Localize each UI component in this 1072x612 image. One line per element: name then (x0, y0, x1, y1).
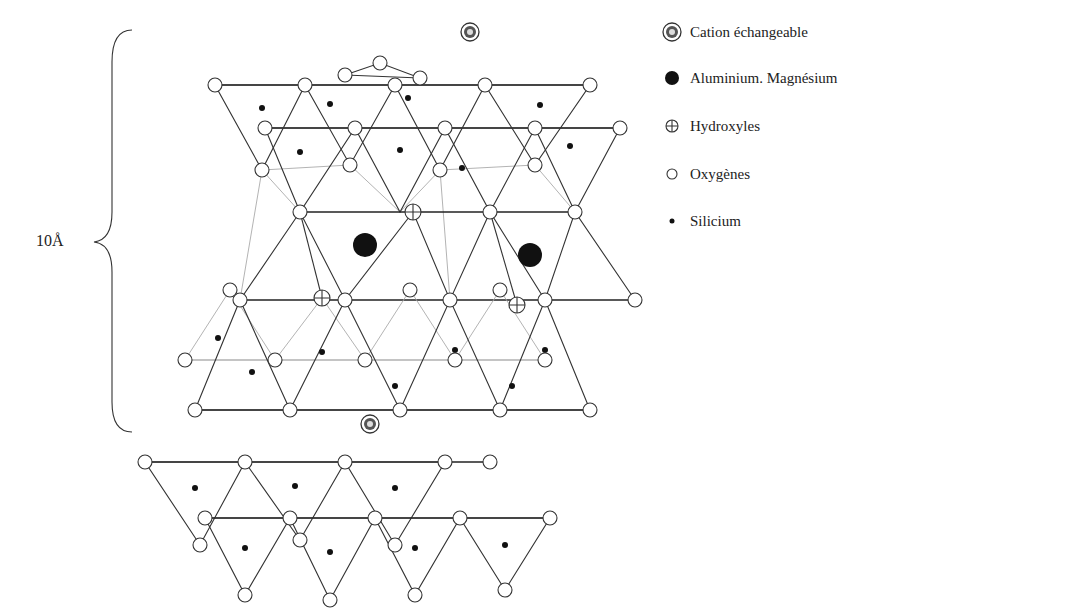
legend-entry: Aluminium. Magnésium (660, 66, 838, 90)
legend-text: Cation échangeable (690, 24, 808, 41)
next-layer-tetrahedral-sheet (145, 462, 550, 600)
legend-symbol (660, 114, 684, 138)
legend-entry: Hydroxyles (660, 114, 760, 138)
exchangeable-cations (361, 23, 479, 433)
legend-symbol (660, 162, 684, 186)
legend-symbol (660, 209, 684, 233)
legend-entry: Cation échangeable (660, 20, 808, 44)
legend-text: Aluminium. Magnésium (690, 70, 838, 87)
hydroxyl-groups (314, 204, 525, 313)
oxygen-atoms (138, 56, 642, 607)
bracket (94, 30, 132, 432)
legend-text: Silicium (690, 213, 741, 230)
legend-entry: Silicium (660, 209, 741, 233)
lower-tetrahedral-sheet (185, 290, 590, 410)
legend-symbol (660, 20, 684, 44)
legend-text: Oxygènes (690, 166, 750, 183)
dimension-label: 10Å (36, 232, 64, 250)
legend-entry: Oxygènes (660, 162, 750, 186)
legend-text: Hydroxyles (690, 118, 760, 135)
upper-tetrahedral-sheet (215, 63, 620, 212)
octahedral-sheet (240, 170, 635, 305)
legend-symbol (660, 66, 684, 90)
